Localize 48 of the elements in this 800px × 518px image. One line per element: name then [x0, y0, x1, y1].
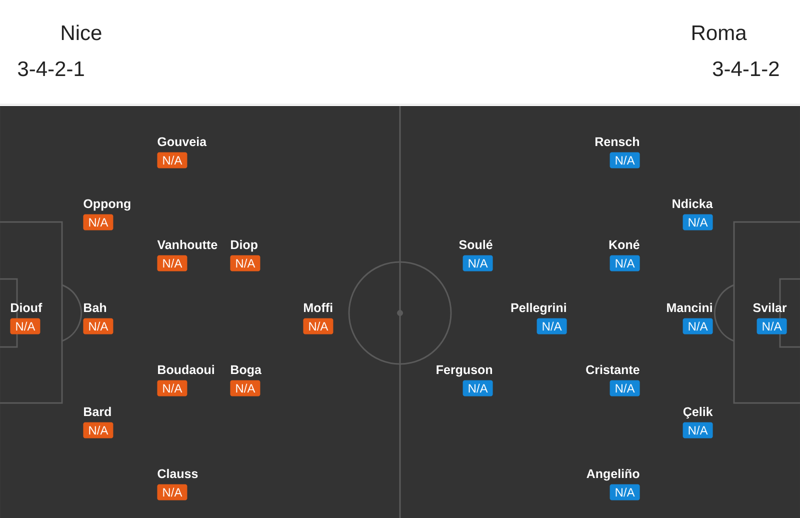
rating-badge: N/A — [610, 380, 640, 396]
player-name: Cristante — [586, 364, 640, 374]
player-name: Boudaoui — [158, 364, 214, 374]
rating-badge: N/A — [83, 422, 114, 438]
rating-badge: N/A — [682, 422, 713, 438]
rating-badge: N/A — [610, 152, 640, 168]
rating-badge: N/A — [610, 484, 640, 500]
team-name: Nice — [62, 24, 102, 40]
player-name: Clauss — [158, 468, 198, 478]
player-name: Boga — [231, 365, 262, 377]
player-name: Vanhoutte — [157, 240, 218, 250]
player-name: Ferguson — [436, 365, 492, 377]
player-name: Oppong — [84, 199, 130, 211]
rating-badge: N/A — [682, 214, 713, 230]
rating-badge: N/A — [230, 380, 260, 396]
player-name: Diop — [231, 240, 258, 252]
formation: 3-4-2-1 — [18, 61, 84, 76]
player-name: Pellegrini — [511, 302, 566, 315]
player-name: Svilar — [753, 302, 787, 312]
rating-badge: N/A — [756, 318, 787, 334]
player-name: Ndicka — [672, 198, 713, 208]
rating-badge: N/A — [536, 318, 567, 334]
rating-badge: N/A — [462, 380, 493, 396]
rating-badge: N/A — [303, 318, 334, 334]
player-name: Mancini — [667, 302, 712, 312]
player-name: Diouf — [11, 302, 42, 312]
rating-badge: N/A — [610, 255, 640, 272]
team-name: Roma — [692, 26, 747, 40]
rating-badge: N/A — [157, 484, 188, 500]
player-name: Çelik — [683, 406, 713, 419]
rating-badge: N/A — [157, 152, 188, 168]
rating-badge: N/A — [83, 214, 114, 230]
player-name: Moffi — [304, 302, 332, 312]
player-name: Angeliño — [586, 468, 640, 481]
rating-badge: N/A — [230, 255, 260, 272]
rating-badge: N/A — [157, 255, 188, 272]
player-name: Koné — [609, 240, 640, 250]
rating-badge: N/A — [157, 380, 188, 396]
rating-badge: N/A — [682, 318, 713, 334]
player-name: Gouveia — [158, 136, 207, 146]
formation: 3-4-1-2 — [712, 61, 779, 76]
rating-badge: N/A — [83, 318, 114, 334]
rating-badge: N/A — [462, 255, 493, 272]
player-name: Bard — [84, 406, 111, 416]
player-name: Soulé — [459, 240, 492, 250]
rating-badge: N/A — [10, 318, 40, 334]
player-name: Bah — [84, 302, 106, 312]
player-name: Rensch — [595, 136, 640, 146]
